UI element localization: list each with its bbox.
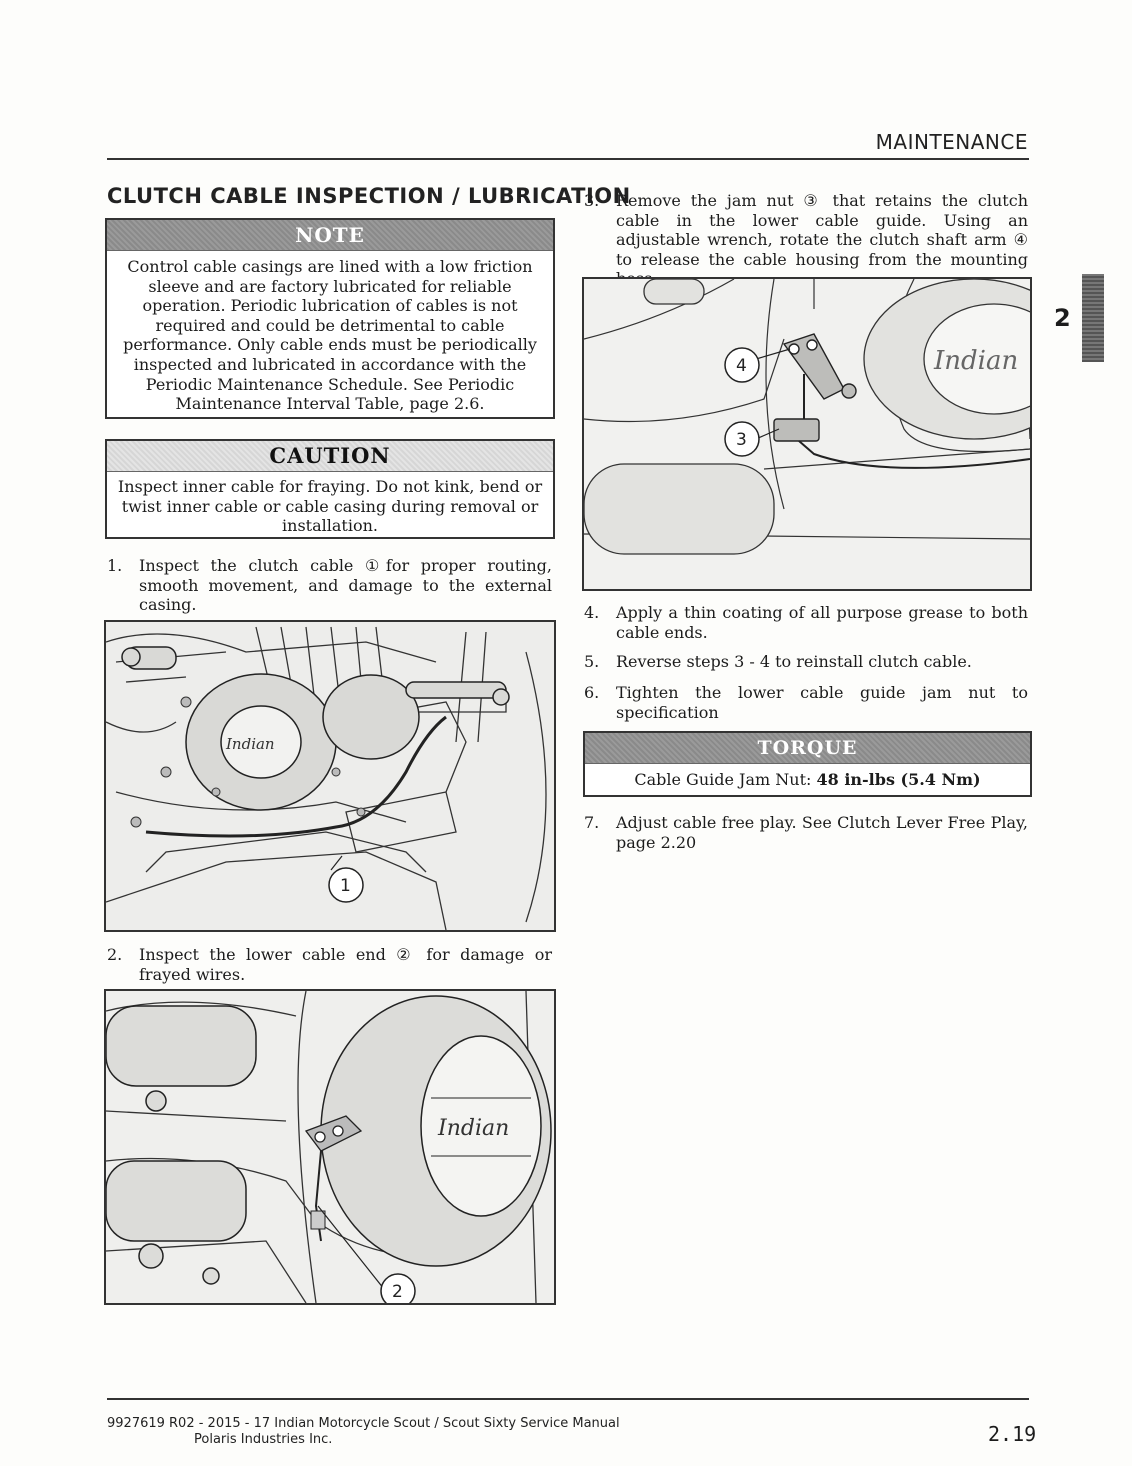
- step-number: 7.: [584, 813, 600, 832]
- svg-text:3: 3: [736, 430, 747, 450]
- torque-spec-value: 48 in-lbs (5.4 Nm): [816, 770, 981, 789]
- step-text: Inspect the lower cable end ② for damage…: [139, 945, 552, 984]
- step-text: Apply a thin coating of all purpose grea…: [616, 603, 1028, 642]
- note-label: NOTE: [107, 220, 553, 251]
- step-text: Remove the jam nut ③ that retains the cl…: [616, 191, 1028, 288]
- step-number: 4.: [584, 603, 600, 622]
- caution-box: CAUTION Inspect inner cable for fraying.…: [105, 439, 555, 539]
- step-number: 2.: [107, 945, 123, 964]
- step-5: 5. Reverse steps 3 - 4 to reinstall clut…: [584, 652, 1028, 674]
- caution-label: CAUTION: [107, 441, 553, 472]
- callout-3: 3: [724, 421, 760, 457]
- callout-4: 4: [724, 347, 760, 383]
- step-3: 3. Remove the jam nut ③ that retains the…: [584, 191, 1028, 288]
- torque-spec: Cable Guide Jam Nut: 48 in-lbs (5.4 Nm): [585, 764, 1030, 796]
- figure-clutch-shaft-arm: Indian 4 3: [582, 277, 1032, 591]
- note-text: Control cable casings are lined with a l…: [123, 257, 537, 414]
- footer-manual-title: 9927619 R02 - 2015 - 17 Indian Motorcycl…: [107, 1416, 620, 1431]
- step-text: Reverse steps 3 - 4 to reinstall clutch …: [616, 652, 972, 671]
- step-number: 5.: [584, 652, 600, 671]
- indian-logo-text: Indian: [933, 346, 1018, 376]
- chapter-tab-number: 2: [1054, 304, 1071, 332]
- torque-box: TORQUE Cable Guide Jam Nut: 48 in-lbs (5…: [583, 731, 1032, 797]
- svg-text:1: 1: [340, 876, 351, 896]
- step-number: 3.: [584, 191, 600, 210]
- torque-label: TORQUE: [585, 733, 1030, 764]
- caution-text: Inspect inner cable for fraying. Do not …: [117, 477, 543, 536]
- header-section-label: MAINTENANCE: [875, 130, 1028, 154]
- figure-clutch-cable-routing: Indian 1: [104, 620, 556, 932]
- step-2: 2. Inspect the lower cable end ② for dam…: [107, 945, 552, 985]
- step-1: 1. Inspect the clutch cable ①for proper …: [107, 556, 552, 616]
- engine-left-side-illustration: Indian 1: [106, 622, 554, 930]
- clutch-arm-closeup-illustration: Indian 4 3: [584, 279, 1030, 589]
- page-number: 2.19: [988, 1422, 1037, 1446]
- step-text: Tighten the lower cable guide jam nut to…: [616, 683, 1028, 722]
- svg-text:4: 4: [736, 356, 747, 376]
- indian-logo-text: Indian: [437, 1116, 509, 1141]
- svg-text:2: 2: [392, 1282, 403, 1302]
- step-number: 1.: [107, 556, 123, 575]
- figure-lower-cable-end: Indian 2: [104, 989, 556, 1305]
- note-box: NOTE Control cable casings are lined wit…: [105, 218, 555, 419]
- step-7: 7. Adjust cable free play. See Clutch Le…: [584, 813, 1028, 853]
- section-title: CLUTCH CABLE INSPECTION / LUBRICATION: [107, 184, 631, 208]
- chapter-tab-marker: [1082, 274, 1104, 362]
- step-number: 6.: [584, 683, 600, 702]
- header-rule: [107, 158, 1029, 160]
- indian-logo-text: Indian: [225, 735, 275, 753]
- step-6: 6. Tighten the lower cable guide jam nut…: [584, 683, 1028, 723]
- footer-publisher: Polaris Industries Inc.: [194, 1432, 333, 1447]
- clutch-cover-closeup-illustration: Indian 2: [106, 991, 554, 1303]
- callout-1: 1: [328, 867, 364, 903]
- step-text: Adjust cable free play. See Clutch Lever…: [616, 813, 1028, 852]
- torque-spec-name: Cable Guide Jam Nut:: [634, 770, 817, 789]
- step-text: Inspect the clutch cable ①for proper rou…: [139, 556, 552, 615]
- callout-2: 2: [380, 1273, 416, 1303]
- step-4: 4. Apply a thin coating of all purpose g…: [584, 603, 1028, 643]
- footer-rule: [107, 1398, 1029, 1400]
